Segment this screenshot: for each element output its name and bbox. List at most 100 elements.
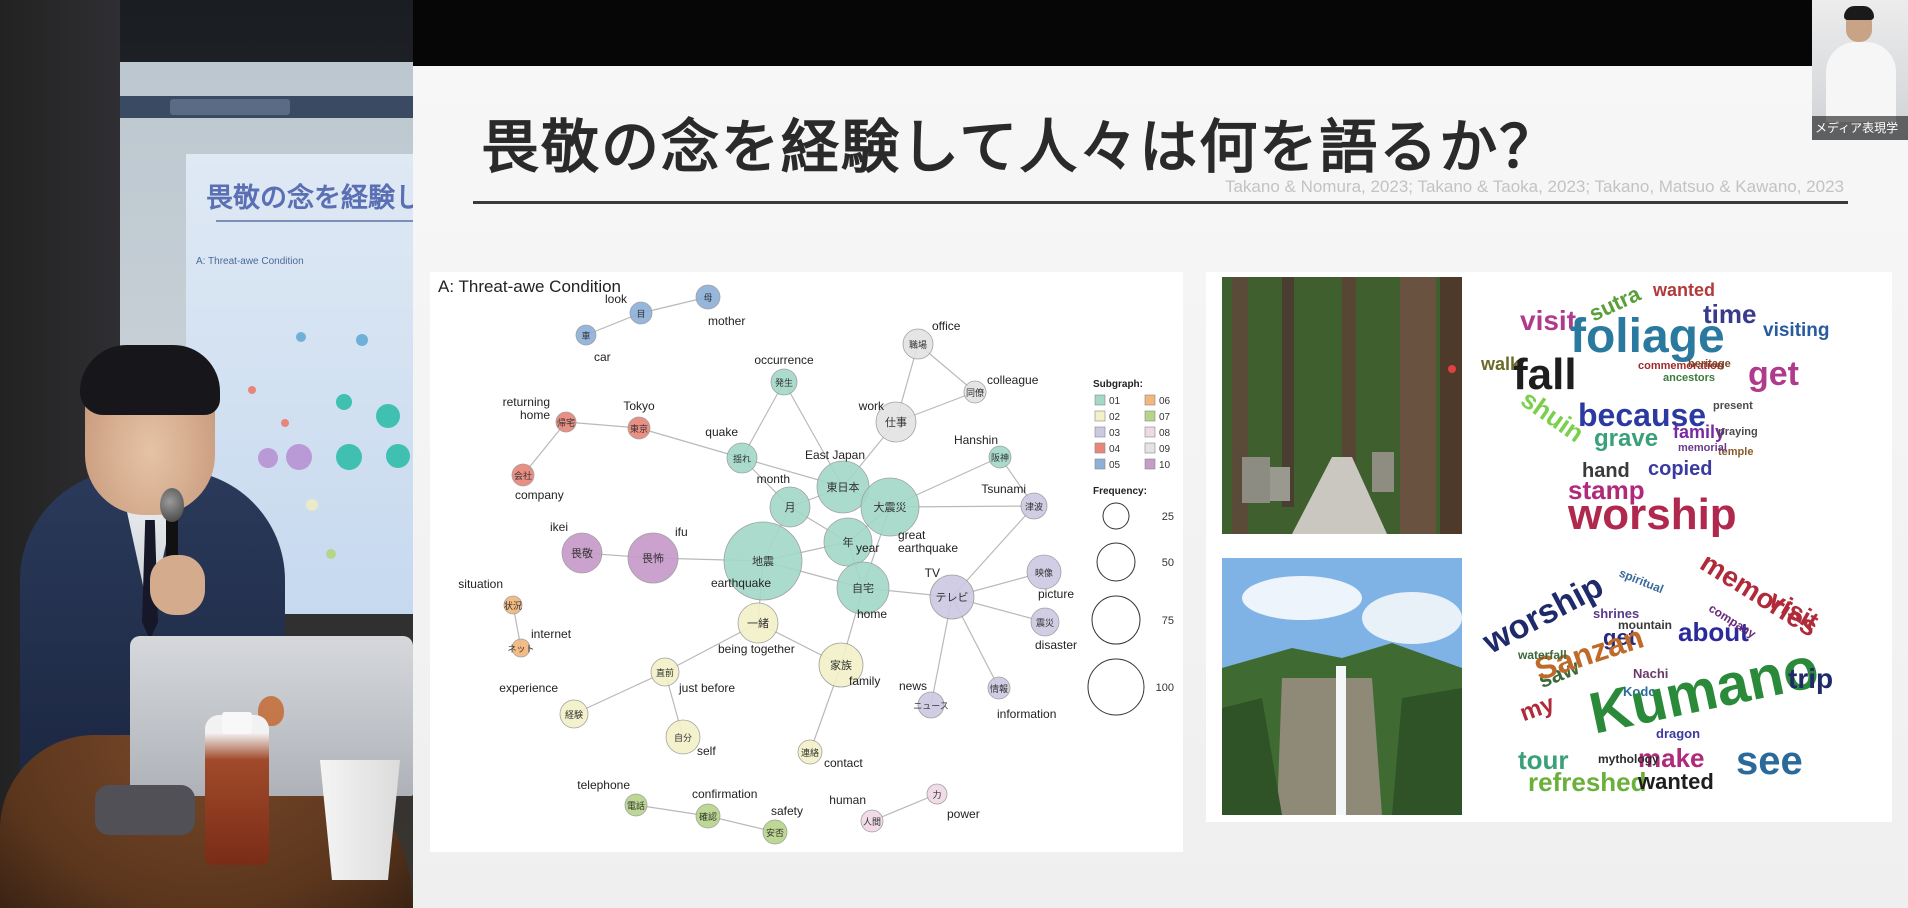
shared-slide: 畏敬の念を経験して人々は何を語るか？ Takano & Nomura, 2023… xyxy=(413,0,1908,908)
subgraph-legend-label: 08 xyxy=(1159,428,1171,439)
wordcloud-word: time xyxy=(1703,299,1757,329)
frequency-legend-circle xyxy=(1087,658,1145,716)
subgraph-legend-swatch xyxy=(1094,394,1106,406)
subgraph-legend-item: 04 xyxy=(1094,442,1121,455)
network-node-circle xyxy=(665,719,701,755)
projected-node xyxy=(376,404,400,428)
network-node-jp-label: 安否 xyxy=(766,827,784,839)
co-occurrence-network-diagram: A: Threat-awe Condition 母mother目look車car… xyxy=(438,277,1174,845)
wordcloud-word: refreshed xyxy=(1528,767,1647,797)
subgraph-legend-label: 07 xyxy=(1159,412,1171,423)
network-node-en-label: work xyxy=(858,399,885,413)
subgraph-legend-item: 10 xyxy=(1144,458,1171,471)
frequency-legend-item: 50 xyxy=(1096,542,1174,582)
network-node-jp-label: 職場 xyxy=(909,339,927,351)
wordcloud-word: get xyxy=(1603,625,1636,650)
wordcloud-word: foliage xyxy=(1570,310,1725,363)
network-node-jp-label: 発生 xyxy=(775,377,793,389)
network-node-en-label: car xyxy=(594,350,611,364)
network-node-jp-label: ニュース xyxy=(913,702,949,712)
network-node-circle xyxy=(1026,554,1062,590)
network-node-jp-label: 情報 xyxy=(990,683,1008,695)
network-node-circle xyxy=(737,602,779,644)
network-node-jp-label: 力 xyxy=(932,789,941,801)
network-node-circle xyxy=(762,819,788,845)
microphone-icon xyxy=(160,488,184,522)
subgraph-legend-item: 01 xyxy=(1094,394,1121,407)
network-node-en-label: TV xyxy=(925,566,940,580)
network-node-circle xyxy=(726,442,758,474)
network-node-en-label: safety xyxy=(771,804,803,818)
network-node-circle xyxy=(875,401,917,443)
frequency-legend-label: 25 xyxy=(1162,511,1174,523)
network-node-circle xyxy=(917,691,945,719)
subgraph-legend-label: 02 xyxy=(1109,412,1121,423)
network-node-circle xyxy=(818,642,864,688)
network-node-jp-label: ネット xyxy=(507,644,534,655)
wordcloud-word: present xyxy=(1713,400,1753,412)
projected-slide-rule xyxy=(216,220,413,222)
wordcloud-word: see xyxy=(1736,739,1803,783)
wordcloud-word: get xyxy=(1748,355,1799,393)
network-node-en-label: just before xyxy=(678,681,735,695)
wordcloud-word: Kodo xyxy=(1623,684,1657,699)
network-node-jp-label: 津波 xyxy=(1025,501,1043,513)
network-node-circle xyxy=(559,699,589,729)
wordcloud-word: mountain xyxy=(1618,618,1672,632)
frequency-legend-item: 75 xyxy=(1091,595,1174,645)
network-node-circle xyxy=(511,638,531,658)
cemetery-forest-photo xyxy=(1222,277,1462,534)
network-node-jp-label: 仕事 xyxy=(885,416,907,429)
projected-panel-title: A: Threat-awe Condition xyxy=(196,256,304,267)
network-node-jp-label: 東日本 xyxy=(827,480,860,494)
network-node-jp-label: 同僚 xyxy=(966,387,984,399)
subgraph-legend-label: 05 xyxy=(1109,460,1121,471)
network-node-jp-label: 一緒 xyxy=(747,616,769,630)
wordcloud-word: copied xyxy=(1648,458,1713,480)
network-node-circle xyxy=(797,739,823,765)
subgraph-legend-swatch xyxy=(1144,426,1156,438)
network-edge xyxy=(638,427,743,459)
wordcloud-word: memorial xyxy=(1678,442,1727,454)
subgraph-legend-item: 03 xyxy=(1094,426,1121,439)
network-node-en-label: family xyxy=(849,674,880,688)
projected-node xyxy=(336,394,352,410)
frequency-legend-circle xyxy=(1096,542,1136,582)
wordcloud-word: commemoration xyxy=(1638,360,1724,372)
wordcloud-word: stamp xyxy=(1568,475,1645,505)
network-node-circle xyxy=(511,463,535,487)
network-node: 安否 safety xyxy=(762,804,803,845)
subgraph-legend-item: 07 xyxy=(1144,410,1171,423)
network-node-en-label: look xyxy=(605,292,628,306)
projected-node xyxy=(281,419,289,427)
wordcloud-word: fall xyxy=(1513,350,1577,399)
cloth xyxy=(95,785,195,835)
slide-title-rule xyxy=(473,201,1848,204)
frequency-legend-label: 50 xyxy=(1162,557,1174,569)
network-node-circle xyxy=(926,783,948,805)
wordcloud-word: tour xyxy=(1518,745,1569,775)
projected-node xyxy=(306,499,318,511)
projected-node xyxy=(336,444,362,470)
network-node-jp-label: 阪神 xyxy=(991,452,1009,464)
bottle-cap xyxy=(222,712,252,734)
network-node-jp-label: 母 xyxy=(703,293,712,304)
network-node-jp-label: 家族 xyxy=(830,658,852,672)
frequency-legend-label: 100 xyxy=(1156,682,1174,694)
projected-slide-title: 畏敬の念を経験して人々は何を語るか？ xyxy=(206,183,413,214)
network-node-jp-label: 大震災 xyxy=(874,500,907,514)
network-node-en-label: colleague xyxy=(987,373,1039,387)
network-node-en-label: experience xyxy=(499,681,558,695)
